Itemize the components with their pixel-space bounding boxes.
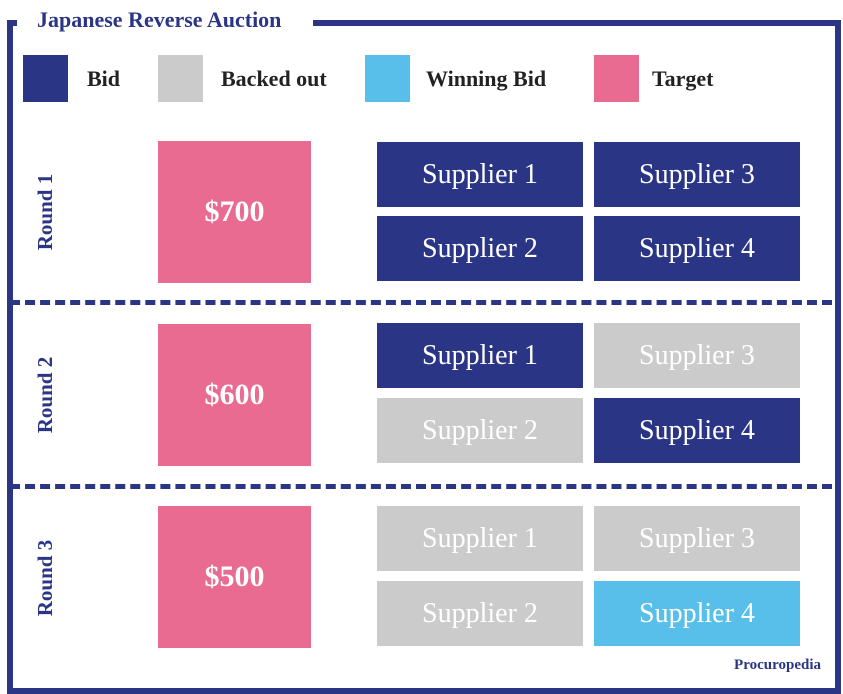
round-divider <box>10 484 832 489</box>
supplier-r1-s3: Supplier 3 <box>594 142 800 207</box>
supplier-r3-s2: Supplier 2 <box>377 581 583 646</box>
supplier-r1-s1: Supplier 1 <box>377 142 583 207</box>
target-price-round-1: $700 <box>158 141 311 283</box>
target-price-round-3: $500 <box>158 506 311 648</box>
legend-label-bid: Bid <box>87 66 121 91</box>
legend-swatch-backed-out <box>158 55 203 102</box>
legend-label-target: Target <box>652 66 714 91</box>
round-label-1: Round 1 <box>33 173 57 251</box>
legend-label-winning-bid: Winning Bid <box>426 66 547 91</box>
legend-swatch-bid <box>23 55 68 102</box>
supplier-r1-s2: Supplier 2 <box>377 216 583 281</box>
supplier-r3-s3: Supplier 3 <box>594 506 800 571</box>
supplier-r3-s1: Supplier 1 <box>377 506 583 571</box>
supplier-r2-s4: Supplier 4 <box>594 398 800 463</box>
supplier-r2-s3: Supplier 3 <box>594 323 800 388</box>
diagram-title: Japanese Reverse Auction <box>37 7 282 32</box>
source-credit: Procuropedia <box>734 657 821 673</box>
supplier-r2-s2: Supplier 2 <box>377 398 583 463</box>
target-price-round-2: $600 <box>158 324 311 466</box>
legend-swatch-winning-bid <box>365 55 410 102</box>
supplier-r3-s4: Supplier 4 <box>594 581 800 646</box>
round-label-3: Round 3 <box>33 539 57 617</box>
title-background <box>17 2 313 38</box>
supplier-r2-s1: Supplier 1 <box>377 323 583 388</box>
round-label-2: Round 2 <box>33 356 57 434</box>
legend-label-backed-out: Backed out <box>221 66 327 91</box>
supplier-r1-s4: Supplier 4 <box>594 216 800 281</box>
round-divider <box>10 300 832 305</box>
legend-swatch-target <box>594 55 639 102</box>
